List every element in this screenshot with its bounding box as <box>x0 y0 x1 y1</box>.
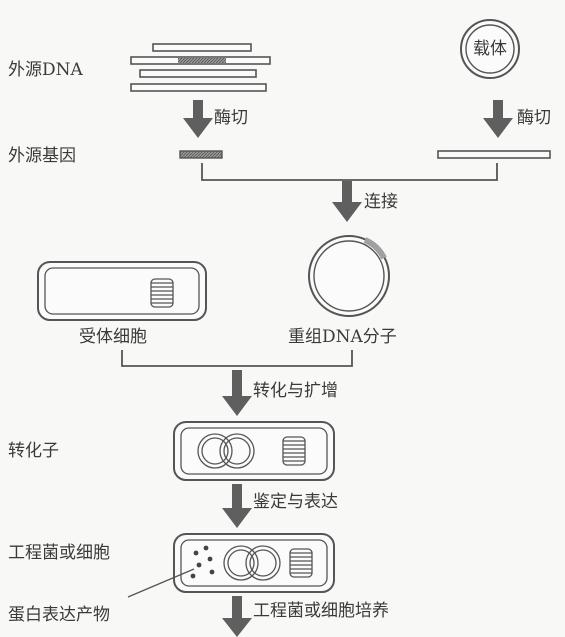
plasmid-rings <box>223 545 281 581</box>
protein-dots <box>190 545 215 579</box>
transformant-cell <box>173 421 335 481</box>
culture-label: 工程菌或细胞培养 <box>253 601 389 621</box>
ligation-bracket <box>201 163 498 181</box>
foreign-gene-label: 外源基因 <box>8 146 76 166</box>
chromosome-coil <box>150 278 174 308</box>
protein-product-label: 蛋白表达产物 <box>8 605 110 625</box>
foreign-gene-fragment <box>179 150 223 159</box>
recipient-cell-label: 受体细胞 <box>79 327 147 347</box>
vector-label: 载体 <box>473 39 507 59</box>
ligation-arrow <box>332 181 362 222</box>
digest-left-label: 酶切 <box>214 108 248 128</box>
digest-right-label: 酶切 <box>517 108 551 128</box>
chromosome-coil <box>282 436 306 466</box>
ligation-label: 连接 <box>364 192 398 212</box>
transform-arrow <box>222 370 252 416</box>
express-arrow <box>222 484 252 528</box>
recombinant-dna-label: 重组DNA分子 <box>288 327 397 347</box>
recombinant-plasmid <box>308 235 390 317</box>
transform-bracket <box>121 350 353 367</box>
engineered-cell <box>173 533 335 593</box>
foreign-dna-stack <box>130 43 271 92</box>
transformant-label: 转化子 <box>8 441 59 461</box>
chromosome-coil <box>289 548 313 578</box>
transform-amplify-label: 转化与扩增 <box>253 381 338 401</box>
digest-arrow-right <box>483 100 513 138</box>
culture-arrow <box>222 596 252 637</box>
protein-leader-line <box>127 568 195 598</box>
identify-express-label: 鉴定与表达 <box>253 492 338 512</box>
linearized-vector <box>437 150 551 159</box>
recipient-cell <box>37 261 207 321</box>
engineered-cell-label: 工程菌或细胞 <box>8 543 110 563</box>
vector-plasmid <box>460 19 520 79</box>
plasmid-rings <box>197 433 255 469</box>
foreign-dna-label: 外源DNA <box>8 60 83 80</box>
digest-arrow-left <box>183 100 213 138</box>
